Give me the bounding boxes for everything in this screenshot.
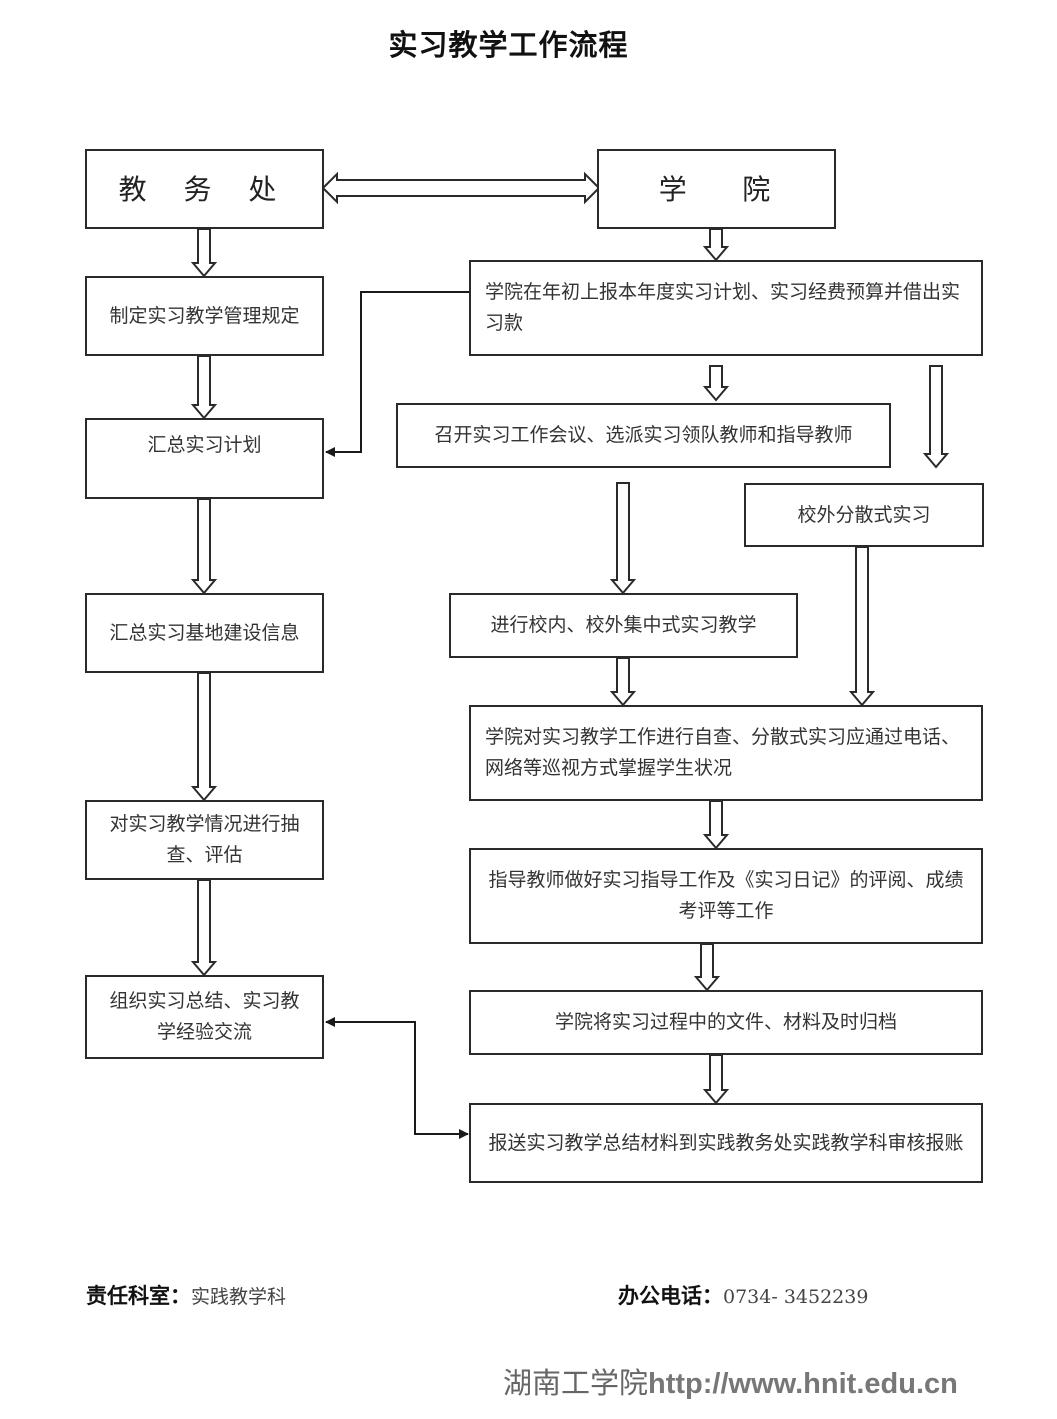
arrow-header-to-regulations	[190, 228, 218, 278]
arrow-self-check-to-guidance	[702, 800, 730, 850]
responsible-office-value: 实践教学科	[191, 1286, 287, 1308]
watermark: 湖南工学院http://www.hnit.edu.cn	[503, 1360, 958, 1402]
right-step-self-check: 学院对实习教学工作进行自查、分散式实习应通过电话、网络等巡视方式掌握学生状况	[469, 705, 983, 801]
left-step-experience-exchange: 组织实习总结、实习教学经验交流	[85, 975, 324, 1059]
arrow-plan-to-scattered	[922, 365, 950, 469]
right-step-scattered-internship: 校外分散式实习	[744, 483, 984, 547]
arrow-centralized-to-self-check	[609, 657, 637, 707]
connector-summary-to-report	[414, 1122, 469, 1139]
right-step-annual-plan: 学院在年初上报本年度实习计划、实习经费预算并借出实习款	[469, 260, 983, 356]
academic-affairs-header: 教 务 处	[85, 149, 324, 229]
watermark-url: http://www.hnit.edu.cn	[648, 1368, 958, 1400]
watermark-org: 湖南工学院	[503, 1366, 649, 1400]
bidirectional-arrow	[321, 171, 601, 205]
page-title: 实习教学工作流程	[388, 28, 629, 62]
college-header: 学 院	[597, 149, 836, 229]
arrow-base-info-to-inspection	[190, 672, 218, 802]
right-step-guidance: 指导教师做好实习指导工作及《实习日记》的评阅、成绩考评等工作	[469, 848, 983, 944]
arrow-regulations-to-plan	[190, 355, 218, 420]
arrow-plan-to-base-info	[190, 498, 218, 595]
responsible-office-label: 责任科室：	[86, 1284, 191, 1308]
arrow-meeting-to-centralized	[609, 482, 637, 595]
arrow-guidance-to-archive	[693, 943, 721, 992]
office-phone: 办公电话：0734- 3452239	[618, 1280, 868, 1310]
left-step-base-info: 汇总实习基地建设信息	[85, 593, 324, 673]
right-step-archive: 学院将实习过程中的文件、材料及时归档	[469, 990, 983, 1055]
connector-report-to-summary	[325, 1017, 416, 1134]
left-step-inspection: 对实习教学情况进行抽查、评估	[85, 800, 324, 880]
arrow-college-to-plan	[702, 228, 730, 262]
arrow-scattered-to-self-check	[848, 546, 876, 707]
connector-plan-to-summary	[325, 291, 470, 457]
right-step-meeting: 召开实习工作会议、选派实习领队教师和指导教师	[396, 403, 891, 468]
right-step-report: 报送实习教学总结材料到实践教务处实践教学科审核报账	[469, 1103, 983, 1183]
responsible-office: 责任科室：实践教学科	[86, 1280, 286, 1310]
left-step-regulations: 制定实习教学管理规定	[85, 276, 324, 356]
right-step-centralized-teaching: 进行校内、校外集中式实习教学	[449, 593, 798, 658]
office-phone-label: 办公电话：	[618, 1284, 723, 1308]
arrow-inspection-to-exchange	[190, 879, 218, 977]
office-phone-value: 0734- 3452239	[723, 1286, 869, 1308]
arrow-plan-to-meeting	[702, 365, 730, 402]
left-step-summarize-plan: 汇总实习计划	[85, 418, 324, 499]
arrow-archive-to-report	[702, 1054, 730, 1105]
